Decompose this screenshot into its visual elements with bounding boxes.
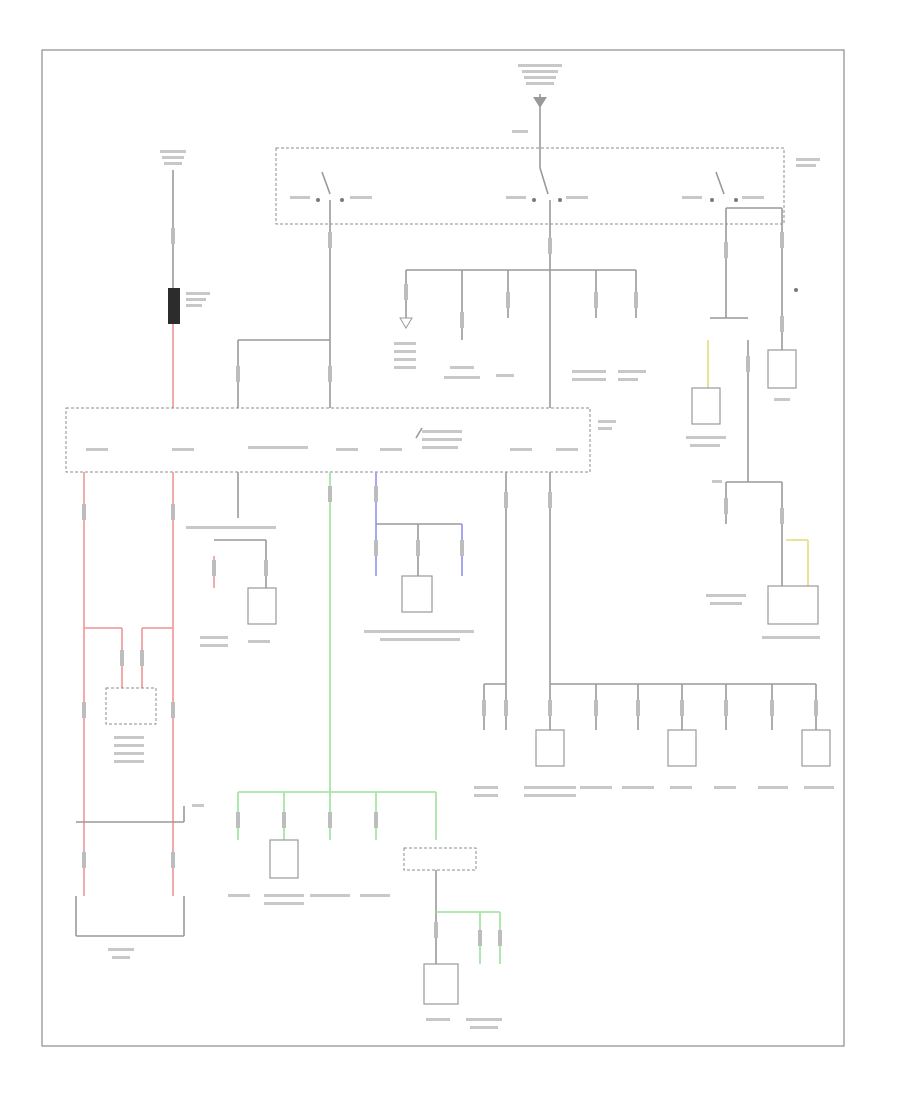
connector-mark <box>212 560 216 576</box>
component-box <box>269 839 299 879</box>
connector-mark <box>482 700 486 716</box>
connector-mark <box>770 700 774 716</box>
connector-mark <box>374 540 378 556</box>
component-box <box>401 575 433 613</box>
connector-mark <box>404 284 408 300</box>
connector-mark <box>478 930 482 946</box>
connector-mark <box>374 812 378 828</box>
connector-mark <box>120 650 124 666</box>
connector-mark <box>171 504 175 520</box>
connector-mark <box>724 700 728 716</box>
connector-mark <box>636 700 640 716</box>
connector-mark <box>548 238 552 254</box>
connector-mark <box>504 492 508 508</box>
connector-mark <box>374 486 378 502</box>
connector-mark <box>82 852 86 868</box>
connector-mark <box>82 504 86 520</box>
connector-mark <box>504 700 508 716</box>
switch-contact-center <box>506 140 588 224</box>
left-red-circuit <box>75 472 204 959</box>
connector-mark <box>460 540 464 556</box>
connector-mark <box>634 292 638 308</box>
connector-mark <box>460 312 464 328</box>
switch-contact-left <box>290 171 372 224</box>
connector-mark <box>82 702 86 718</box>
connector-mark <box>814 700 818 716</box>
connector-mark <box>434 922 438 938</box>
connector-mark <box>548 492 552 508</box>
connector-mark <box>780 232 784 248</box>
connector-mark <box>594 700 598 716</box>
diagram-frame <box>41 49 845 1047</box>
connector-mark <box>780 316 784 332</box>
connector-mark <box>328 486 332 502</box>
connector-mark <box>171 852 175 868</box>
accessory-circuits <box>186 472 474 647</box>
connector-mark <box>140 650 144 666</box>
connector-mark <box>506 292 510 308</box>
connector-mark <box>236 812 240 828</box>
battery-feed <box>160 150 210 408</box>
connector-mark <box>724 498 728 514</box>
connector-mark <box>171 228 175 244</box>
component-box <box>535 729 565 767</box>
connector-mark <box>498 930 502 946</box>
component-box <box>667 729 697 767</box>
connector-mark <box>680 700 684 716</box>
component-box <box>247 587 277 625</box>
connector-mark <box>746 356 750 372</box>
connector-mark <box>416 540 420 556</box>
connector-mark <box>171 702 175 718</box>
source-connector-top <box>514 63 566 140</box>
component-box <box>423 963 459 1005</box>
connector-mark <box>594 292 598 308</box>
connector-mark <box>328 232 332 248</box>
component-box <box>767 585 819 625</box>
connector-mark <box>236 366 240 382</box>
switch-contact-right <box>682 171 783 224</box>
connector-mark <box>282 812 286 828</box>
component-box <box>801 729 831 767</box>
green-bus <box>228 472 502 1029</box>
ignition-bus-right <box>686 224 820 639</box>
fusible-link <box>168 288 180 324</box>
ignition-bus-center <box>394 224 646 408</box>
connector-mark <box>548 700 552 716</box>
connector-mark <box>328 366 332 382</box>
connector-mark <box>328 812 332 828</box>
ignition-switch <box>275 130 820 225</box>
connector-marks <box>82 228 818 946</box>
connector-mark <box>780 508 784 524</box>
component-box <box>691 387 721 425</box>
connector-mark <box>724 242 728 258</box>
connector-mark <box>264 560 268 576</box>
component-box <box>767 349 797 389</box>
fuse-block <box>65 407 616 473</box>
